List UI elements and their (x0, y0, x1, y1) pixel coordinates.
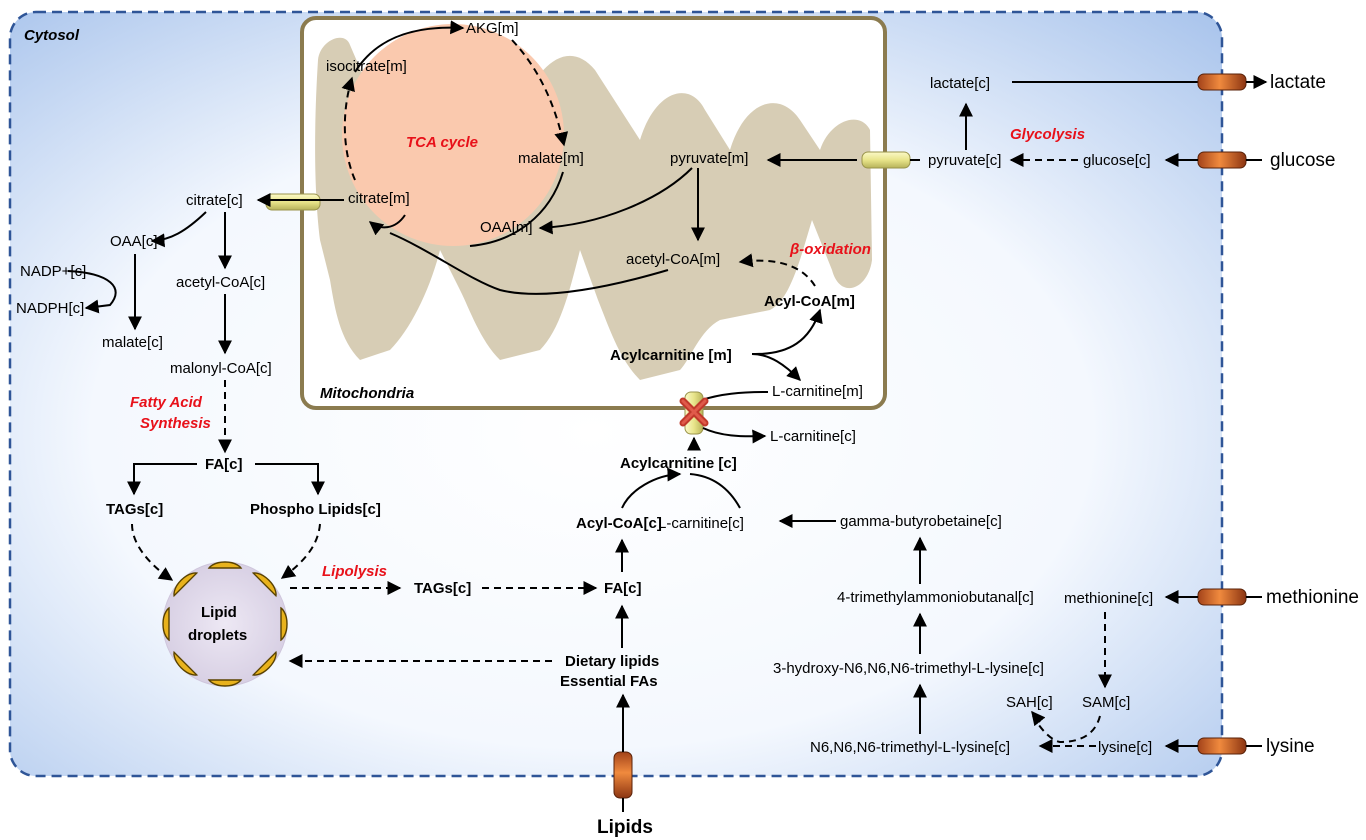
methionine-transporter (1197, 588, 1247, 606)
fa-c: FA[c] (205, 456, 243, 473)
l-carnitine-c-upper: L-carnitine[c] (770, 428, 856, 445)
malonyl-coa-c: malonyl-CoA[c] (170, 360, 272, 377)
citrate-m: citrate[m] (348, 190, 410, 207)
nadp-c: NADP+[c] (20, 263, 86, 280)
glycolysis-label: Glycolysis (1010, 126, 1085, 143)
fatty-acid-synthesis-label-2: Synthesis (140, 415, 211, 432)
pyruvate-c: pyruvate[c] (928, 152, 1001, 169)
acyl-coa-m: Acyl-CoA[m] (764, 293, 855, 310)
acylcarnitine-c: Acylcarnitine [c] (620, 455, 737, 472)
lipids-external: Lipids (597, 817, 653, 838)
tca-cycle-circle (342, 24, 564, 246)
oaa-c: OAA[c] (110, 233, 158, 250)
lipids-transporter (613, 751, 633, 799)
malate-m: malate[m] (518, 150, 584, 167)
glucose-transporter (1197, 151, 1247, 169)
methionine-external: methionine (1266, 587, 1359, 608)
tca-cycle-label: TCA cycle (406, 134, 478, 151)
pyruvate-transporter (861, 151, 911, 169)
lipid-droplet: Lipid droplets (162, 561, 288, 687)
dietary-lipids-label-1: Dietary lipids (565, 653, 659, 670)
acetyl-coa-c: acetyl-CoA[c] (176, 274, 265, 291)
mitochondria-label: Mitochondria (320, 385, 414, 402)
methionine-c: methionine[c] (1064, 590, 1153, 607)
pyruvate-m: pyruvate[m] (670, 150, 748, 167)
lipid-droplets-label-2: droplets (188, 627, 247, 644)
acylcarnitine-m: Acylcarnitine [m] (610, 347, 732, 364)
glucose-external: glucose (1270, 150, 1336, 171)
blocked-icon (679, 397, 709, 427)
lactate-transporter (1197, 73, 1247, 91)
tags-c-mid: TAGs[c] (414, 580, 471, 597)
beta-oxidation-label: β-oxidation (789, 241, 871, 258)
lysine-external: lysine (1266, 736, 1315, 757)
glucose-c: glucose[c] (1083, 152, 1151, 169)
dietary-lipids-label-2: Essential FAs (560, 673, 658, 690)
lysine-transporter (1197, 737, 1247, 755)
lipolysis-label: Lipolysis (322, 563, 387, 580)
trimethyl-lysine-c: N6,N6,N6-trimethyl-L-lysine[c] (810, 739, 1010, 756)
acetyl-coa-m: acetyl-CoA[m] (626, 251, 720, 268)
phospho-lipids-c: Phospho Lipids[c] (250, 501, 381, 518)
nadph-c: NADPH[c] (16, 300, 84, 317)
isocitrate-m: isocitrate[m] (326, 58, 407, 75)
hydroxy-trimethyl-lysine-c: 3-hydroxy-N6,N6,N6-trimethyl-L-lysine[c] (773, 660, 1044, 677)
malate-c: malate[c] (102, 334, 163, 351)
l-carnitine-c-lower: L-carnitine[c] (658, 515, 744, 532)
cytosol-label: Cytosol (24, 27, 80, 44)
lactate-external: lactate (1270, 72, 1326, 93)
trimethylammoniobutanal-c: 4-trimethylammoniobutanal[c] (837, 589, 1034, 606)
lysine-c: lysine[c] (1098, 739, 1152, 756)
sah-c: SAH[c] (1006, 694, 1053, 711)
citrate-transporter (265, 193, 321, 211)
oaa-m: OAA[m] (480, 219, 533, 236)
tags-c-left: TAGs[c] (106, 501, 163, 518)
akg-m: AKG[m] (466, 20, 519, 37)
lactate-c: lactate[c] (930, 75, 990, 92)
lipid-droplets-label-1: Lipid (201, 604, 237, 621)
fa-c-mid: FA[c] (604, 580, 642, 597)
citrate-c: citrate[c] (186, 192, 243, 209)
fatty-acid-synthesis-label-1: Fatty Acid (130, 394, 203, 411)
gamma-butyrobetaine-c: gamma-butyrobetaine[c] (840, 513, 1002, 530)
sam-c: SAM[c] (1082, 694, 1130, 711)
l-carnitine-m: L-carnitine[m] (772, 383, 863, 400)
acyl-coa-c: Acyl-CoA[c] (576, 515, 662, 532)
